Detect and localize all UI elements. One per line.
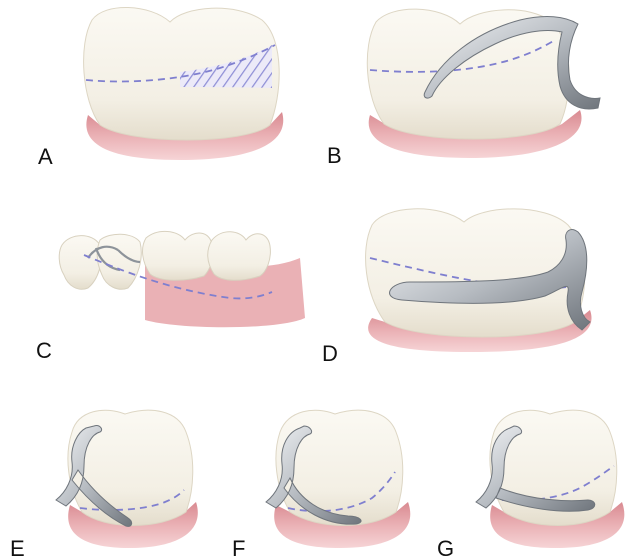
panel-label: E [10,536,25,559]
panel-label: D [322,341,338,366]
panel-label: C [36,338,52,363]
panel-g: G [437,410,624,559]
tooth-crown [276,410,403,525]
panel-e: E [10,410,198,559]
panel-label: B [327,143,342,168]
panel-a: A [38,7,283,169]
panel-b: B [327,9,600,168]
panel-label: F [232,536,245,559]
panel-d: D [322,209,592,366]
panel-c: C [36,231,305,363]
panel-f: F [232,410,410,559]
panel-label: A [38,144,53,169]
panel-label: G [437,536,454,559]
molar-teeth [143,231,271,280]
